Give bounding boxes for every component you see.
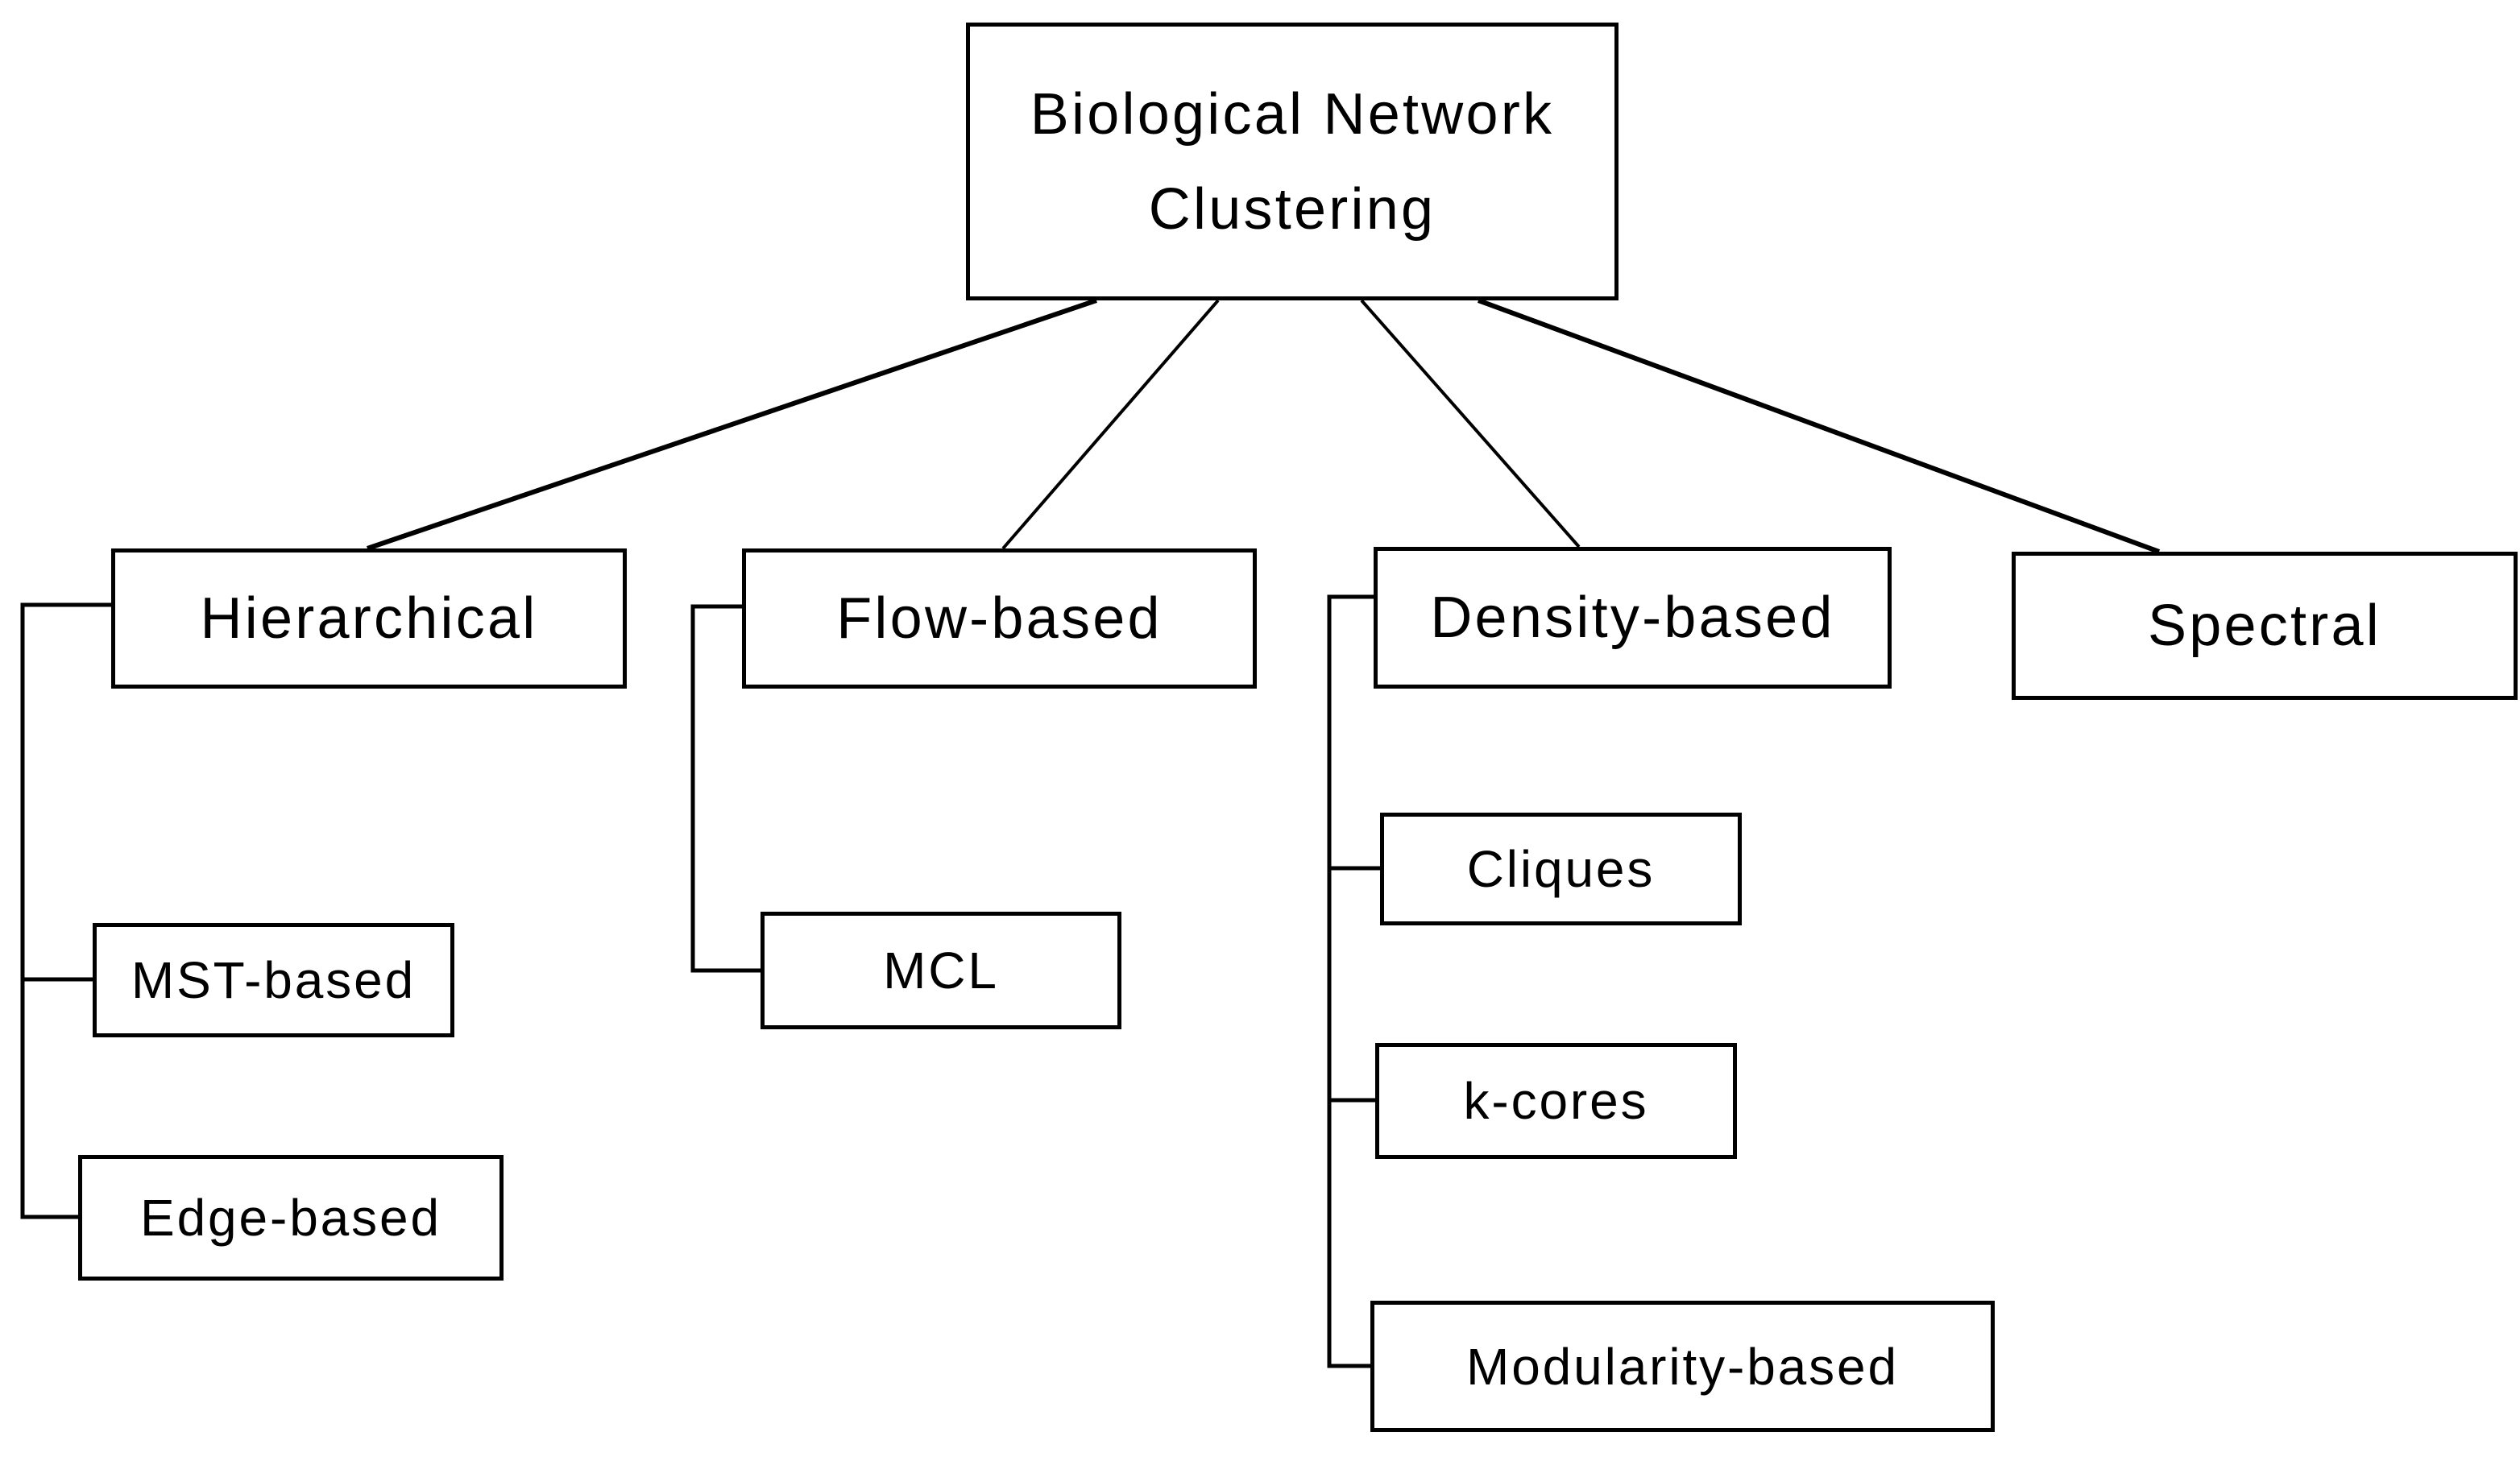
edge-root-to-hierarchical [367,298,1097,551]
bracket-density-based [1327,594,1375,1368]
bracket-flow-based [690,604,762,973]
node-density-based: Density-based [1374,547,1892,689]
node-mcl-label: MCL [883,941,999,999]
node-hierarchical: Hierarchical [111,548,627,689]
node-flow-based-label: Flow-based [836,586,1163,651]
node-mst-based: MST-based [93,923,454,1037]
node-density-based-label: Density-based [1430,586,1835,650]
bracket-hierarchical [20,602,113,1219]
node-root-label-line2: Clustering [1148,176,1436,242]
node-cliques: Cliques [1380,813,1742,925]
node-root: Biological Network Clustering [966,23,1619,300]
edge-root-to-spectral [1477,298,2161,554]
node-hierarchical-label: Hierarchical [200,586,538,651]
node-spectral: Spectral [2012,552,2518,700]
node-cliques-label: Cliques [1466,840,1656,898]
node-modularity-based-label: Modularity-based [1466,1337,1899,1396]
edge-root-to-flow-based [1001,299,1220,550]
node-k-cores-label: k-cores [1463,1072,1649,1130]
node-k-cores: k-cores [1375,1043,1737,1159]
node-modularity-based: Modularity-based [1370,1301,1995,1432]
node-flow-based: Flow-based [742,548,1257,689]
node-spectral-label: Spectral [2147,594,2382,658]
node-root-label-line1: Biological Network [1030,81,1555,147]
node-edge-based: Edge-based [78,1155,504,1281]
node-edge-based-label: Edge-based [140,1189,441,1247]
node-mst-based-label: MST-based [131,951,417,1009]
node-mcl: MCL [761,912,1121,1029]
edge-root-to-density-based [1360,299,1581,548]
